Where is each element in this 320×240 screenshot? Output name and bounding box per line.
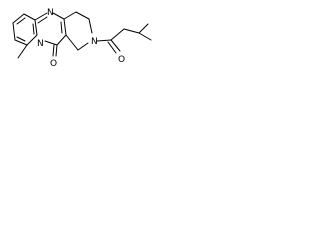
bond-double — [60, 21, 63, 34]
bond — [34, 19, 38, 36]
bond-double — [32, 23, 35, 35]
bond — [138, 23, 149, 34]
bond — [110, 39, 121, 52]
bond — [56, 34, 67, 46]
bond — [34, 12, 48, 21]
bond — [110, 28, 125, 41]
atom-label-o-side: O — [118, 55, 125, 65]
bond — [23, 13, 36, 21]
atom-label-n-left: N — [37, 39, 44, 49]
bond-double — [37, 16, 48, 24]
bond — [75, 11, 90, 20]
bond — [52, 12, 65, 20]
bond — [12, 13, 25, 24]
bond — [88, 18, 93, 34]
bond — [123, 28, 140, 34]
bond-double — [16, 17, 26, 25]
bond — [63, 18, 67, 36]
bond — [107, 41, 117, 54]
bond — [96, 39, 112, 42]
bond — [55, 44, 58, 57]
chemical-structure: N N N O O — [12, 8, 152, 69]
bond — [52, 44, 55, 57]
bond — [44, 40, 58, 46]
bond — [26, 34, 38, 46]
bond — [77, 42, 89, 51]
bond — [14, 39, 28, 46]
bond — [63, 11, 77, 20]
bond — [138, 32, 152, 41]
bond-double — [16, 36, 26, 42]
atom-label-n-right: N — [91, 37, 98, 47]
bond — [17, 44, 28, 59]
atom-label-n-top: N — [47, 8, 54, 18]
bond — [65, 34, 79, 51]
atom-label-o-core: O — [50, 59, 57, 69]
bond — [12, 22, 16, 41]
structure-canvas: N N N O O — [0, 0, 155, 98]
